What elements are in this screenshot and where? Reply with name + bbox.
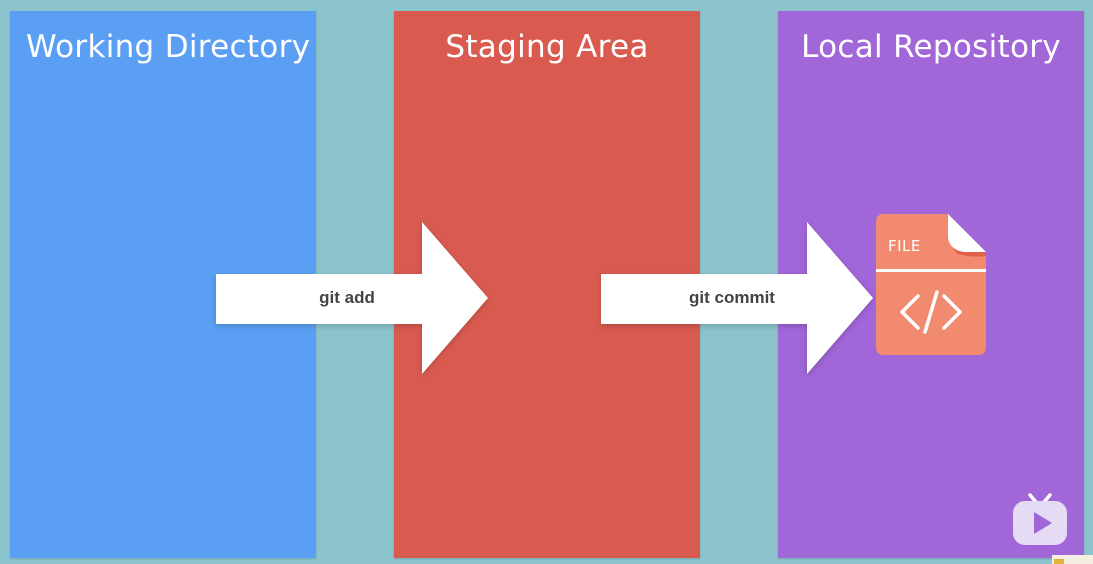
staging-area-title: Staging Area bbox=[445, 29, 649, 65]
code-file-icon: FILE bbox=[876, 214, 986, 355]
working-directory-title: Working Directory bbox=[26, 29, 311, 65]
git-add-label: git add bbox=[319, 288, 375, 307]
file-label: FILE bbox=[888, 237, 921, 255]
video-play-logo-icon[interactable] bbox=[1012, 492, 1068, 548]
arrow-right-icon bbox=[216, 222, 488, 374]
git-add-arrow: git add bbox=[216, 222, 488, 374]
corner-badge bbox=[1052, 553, 1093, 564]
git-commit-label: git commit bbox=[689, 288, 775, 307]
git-commit-arrow: git commit bbox=[601, 222, 873, 374]
local-repository-title: Local Repository bbox=[801, 29, 1061, 65]
arrow-right-icon bbox=[601, 222, 873, 374]
